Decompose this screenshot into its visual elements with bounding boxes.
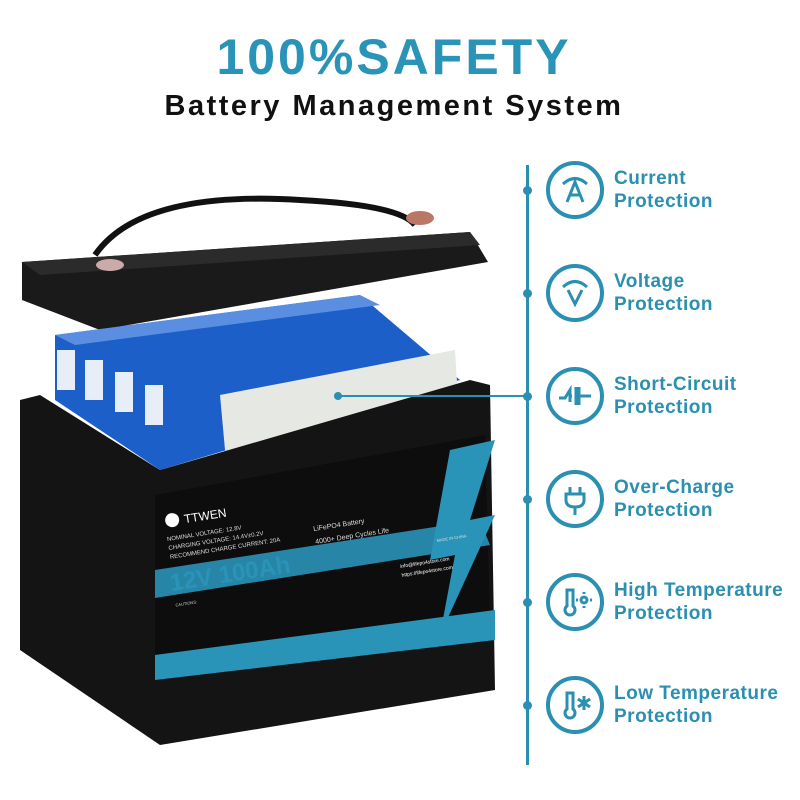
plug-icon	[546, 470, 604, 528]
page-subtitle: Battery Management System	[164, 90, 624, 122]
short-circuit-icon	[546, 367, 604, 425]
timeline-dot	[523, 289, 532, 298]
timeline-dot	[523, 392, 532, 401]
timeline-dot	[523, 495, 532, 504]
brand-logo: TTWEN	[183, 506, 227, 527]
thermometer-snowflake-icon	[546, 676, 604, 734]
feature-subtitle: Protection	[614, 603, 713, 624]
feature-subtitle: Protection	[614, 294, 713, 315]
feature-subtitle: Protection	[614, 500, 713, 521]
label-caution: CAUTIONS:	[175, 599, 197, 607]
feature-title: High Temperature	[614, 580, 784, 601]
page-title: 100%SAFETY	[216, 29, 572, 85]
ammeter-icon	[546, 161, 604, 219]
bms-pointer-line	[338, 395, 528, 397]
timeline-dot	[523, 598, 532, 607]
feature-title: Voltage	[614, 271, 685, 292]
bms-pointer-dot	[334, 392, 342, 400]
feature-title: Over-Charge	[614, 477, 735, 498]
timeline-line	[526, 165, 529, 765]
feature-title: Current	[614, 168, 687, 189]
feature-subtitle: Protection	[614, 191, 713, 212]
battery-handle	[92, 195, 418, 257]
label-made-in: MADE IN CHINA	[436, 533, 467, 543]
thermometer-sun-icon	[546, 573, 604, 631]
voltmeter-icon	[546, 264, 604, 322]
feature-subtitle: Protection	[614, 397, 713, 418]
timeline-dot	[523, 186, 532, 195]
feature-title: Short-Circuit	[614, 374, 737, 395]
feature-title: Low Temperature	[614, 683, 779, 704]
timeline-dot	[523, 701, 532, 710]
feature-subtitle: Protection	[614, 706, 713, 727]
battery-illustration: TTWEN NOMINAL VOLTAGE: 12.8V CHARGING VO…	[20, 195, 495, 745]
